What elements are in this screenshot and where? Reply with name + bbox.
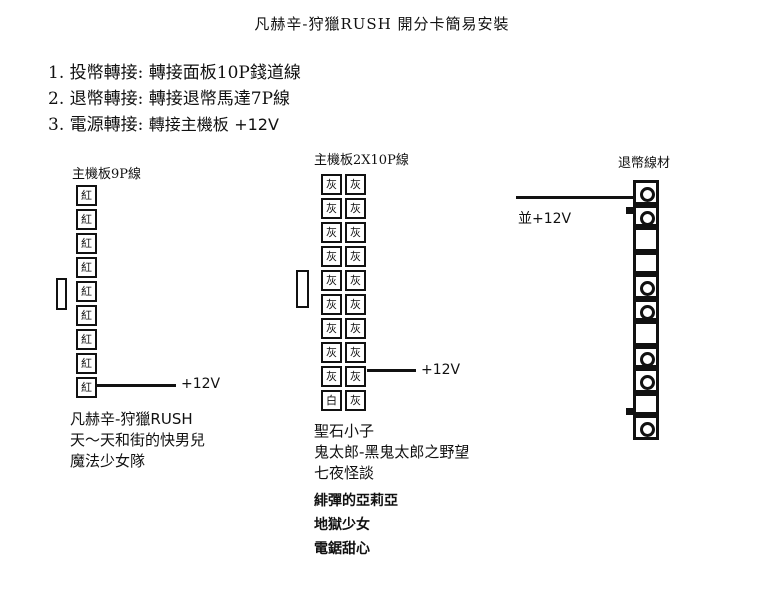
- coin-out-pin: [633, 299, 659, 321]
- connector-2x10p-wire: [367, 369, 416, 372]
- game-name: 地獄少女: [314, 517, 370, 533]
- connector-9p-pin: 紅: [76, 377, 97, 398]
- connector-2x10p-pin: 灰: [321, 342, 342, 363]
- step-description: 轉接面板10P錢道線: [148, 63, 301, 83]
- step-number: 2.: [48, 89, 65, 109]
- connector-2x10p-pin: 灰: [345, 342, 366, 363]
- connector-2x10p-pin: 灰: [321, 366, 342, 387]
- coin-out-pin: [633, 346, 659, 368]
- game-name: 凡赫辛-狩獵RUSH: [70, 410, 193, 428]
- coin-out-pin: [633, 368, 659, 393]
- game-name: 七夜怪談: [314, 464, 375, 482]
- coin-out-wire: [516, 196, 636, 199]
- game-list-middle: 聖石小子 鬼太郎-黑鬼太郎之野望 七夜怪談: [314, 421, 469, 484]
- coin-out-connector-label: 退幣線材: [618, 156, 671, 171]
- step-3: 3. 電源轉接: 轉接主機板 +12V: [48, 110, 279, 135]
- coin-out-pin: [633, 274, 659, 299]
- connector-2x10p-pin: 灰: [345, 318, 366, 339]
- connector-9p-pin: 紅: [76, 257, 97, 278]
- step-2: 2. 退幣轉接: 轉接退幣馬達7P線: [48, 84, 290, 109]
- connector-9p-wire: [96, 384, 176, 387]
- coin-out-pin: [633, 415, 659, 440]
- coin-out-pin: [633, 205, 659, 227]
- step-voltage: +12V: [234, 115, 279, 134]
- connector-9p-pin: 紅: [76, 353, 97, 374]
- connector-2x10p-pin: 灰: [345, 270, 366, 291]
- connector-2x10p-pin: 灰: [345, 294, 366, 315]
- game-name: 魔法少女隊: [70, 452, 146, 470]
- step-number: 1.: [48, 63, 65, 83]
- connector-9p-pin: 紅: [76, 209, 97, 230]
- connector-2x10p-pin: 灰: [345, 390, 366, 411]
- game-name: 聖石小子: [314, 422, 375, 440]
- coin-out-pin: [633, 180, 659, 205]
- game-name: 電鋸甜心: [314, 541, 370, 557]
- connector-2x10p-pin: 灰: [345, 174, 366, 195]
- game-name: 緋彈的亞莉亞: [314, 493, 398, 509]
- connector-2x10p-pin: 灰: [321, 174, 342, 195]
- step-label: 退幣轉接:: [69, 89, 144, 109]
- page-title: 凡赫辛-狩獵RUSH 開分卡簡易安裝: [254, 15, 510, 33]
- step-description: 轉接主機板: [148, 115, 229, 134]
- step-description: 轉接退幣馬達7P線: [148, 89, 291, 109]
- connector-9p-pin: 紅: [76, 281, 97, 302]
- connector-2x10p-voltage-label: +12V: [421, 362, 461, 378]
- connector-2x10p-pin: 灰: [321, 294, 342, 315]
- coin-out-empty-slot: [633, 227, 659, 252]
- connector-2x10p-latch: [296, 270, 309, 308]
- connector-2x10p-pin: 灰: [345, 198, 366, 219]
- game-list-bold: 緋彈的亞莉亞 地獄少女 電鋸甜心: [314, 489, 398, 561]
- connector-9p-pin: 紅: [76, 329, 97, 350]
- coin-out-voltage-label: 並+12V: [518, 211, 572, 227]
- connector-9p-pin: 紅: [76, 305, 97, 326]
- connector-2x10p-pin: 白: [321, 390, 342, 411]
- connector-2x10p-pin: 灰: [321, 318, 342, 339]
- connector-2x10p-pin: 灰: [321, 198, 342, 219]
- connector-2x10p-pin: 灰: [345, 246, 366, 267]
- connector-2x10p-label: 主機板2X10P線: [314, 153, 409, 168]
- connector-9p-label: 主機板9P線: [72, 167, 142, 182]
- connector-2x10p-pin: 灰: [321, 270, 342, 291]
- connector-9p-pin: 紅: [76, 185, 97, 206]
- coin-out-empty-slot: [633, 393, 659, 415]
- coin-out-notch: [626, 207, 633, 214]
- game-name: 鬼太郎-黑鬼太郎之野望: [314, 443, 470, 461]
- step-label: 電源轉接:: [69, 115, 144, 135]
- connector-2x10p-pin: 灰: [345, 222, 366, 243]
- coin-out-empty-slot: [633, 252, 659, 274]
- coin-out-empty-slot: [633, 321, 659, 346]
- connector-2x10p-pin: 灰: [321, 246, 342, 267]
- connector-2x10p-pin: 灰: [321, 222, 342, 243]
- connector-9p-voltage-label: +12V: [181, 376, 221, 392]
- step-number: 3.: [48, 115, 65, 135]
- connector-2x10p-pin: 灰: [345, 366, 366, 387]
- connector-9p-pin: 紅: [76, 233, 97, 254]
- connector-9p-latch: [56, 278, 67, 310]
- coin-out-notch: [626, 408, 633, 415]
- game-list-left: 凡赫辛-狩獵RUSH 天～天和街的快男兒 魔法少女隊: [70, 409, 205, 472]
- game-name: 天～天和街的快男兒: [70, 431, 206, 449]
- step-1: 1. 投幣轉接: 轉接面板10P錢道線: [48, 58, 301, 83]
- step-label: 投幣轉接:: [69, 63, 144, 83]
